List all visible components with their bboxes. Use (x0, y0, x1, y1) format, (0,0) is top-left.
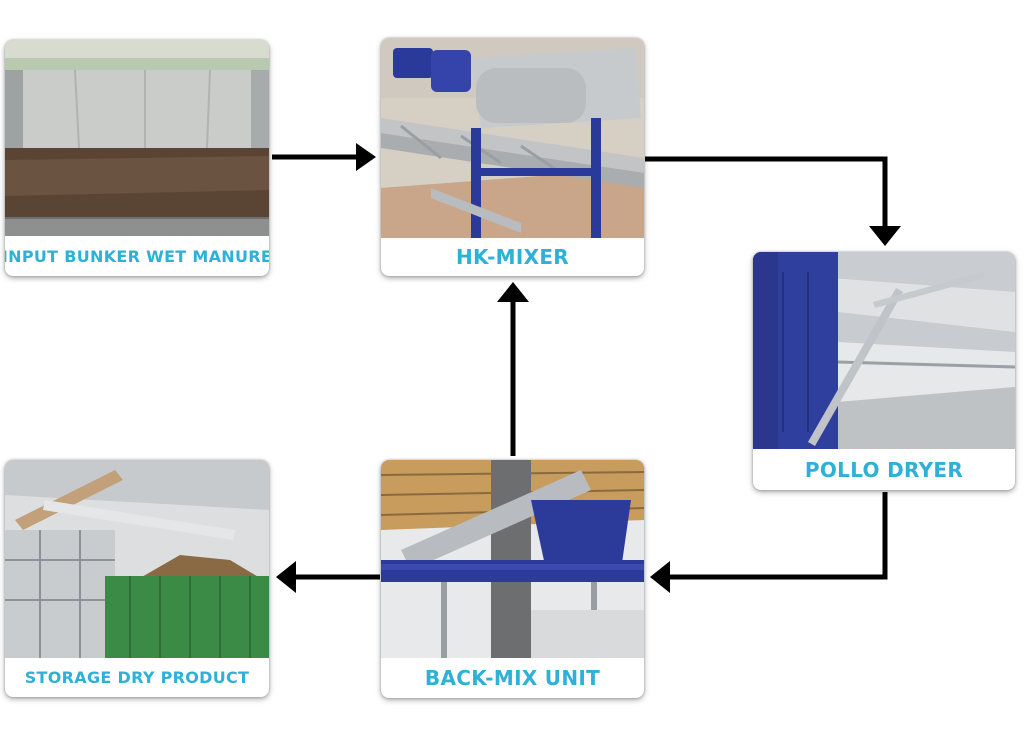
arrow-bunker-to-mixer (272, 143, 376, 171)
input-bunker-label: INPUT BUNKER WET MANURE (5, 246, 269, 266)
back-mix-unit-photo (381, 460, 644, 658)
storage-dry-product-photo (5, 460, 269, 658)
node-back-mix-unit: BACK-MIX UNIT (381, 460, 644, 698)
arrow-backmix-to-storage (276, 561, 380, 593)
hk-mixer-photo (381, 38, 644, 238)
hk-mixer-label: HK-MIXER (455, 245, 570, 269)
node-pollo-dryer: POLLO DRYER (753, 252, 1015, 490)
pollo-dryer-photo (753, 252, 1015, 449)
storage-dry-product-label: STORAGE DRY PRODUCT (24, 668, 250, 687)
node-input-bunker: INPUT BUNKER WET MANURE (5, 40, 269, 276)
node-storage-dry-product: STORAGE DRY PRODUCT (5, 460, 269, 697)
arrow-dryer-to-backmix (650, 492, 888, 593)
input-bunker-photo (5, 40, 269, 236)
arrow-backmix-to-mixer (497, 282, 529, 456)
back-mix-unit-label: BACK-MIX UNIT (424, 666, 601, 690)
pollo-dryer-label: POLLO DRYER (804, 457, 964, 482)
arrow-mixer-to-dryer (645, 156, 901, 246)
node-hk-mixer: HK-MIXER (381, 38, 644, 276)
